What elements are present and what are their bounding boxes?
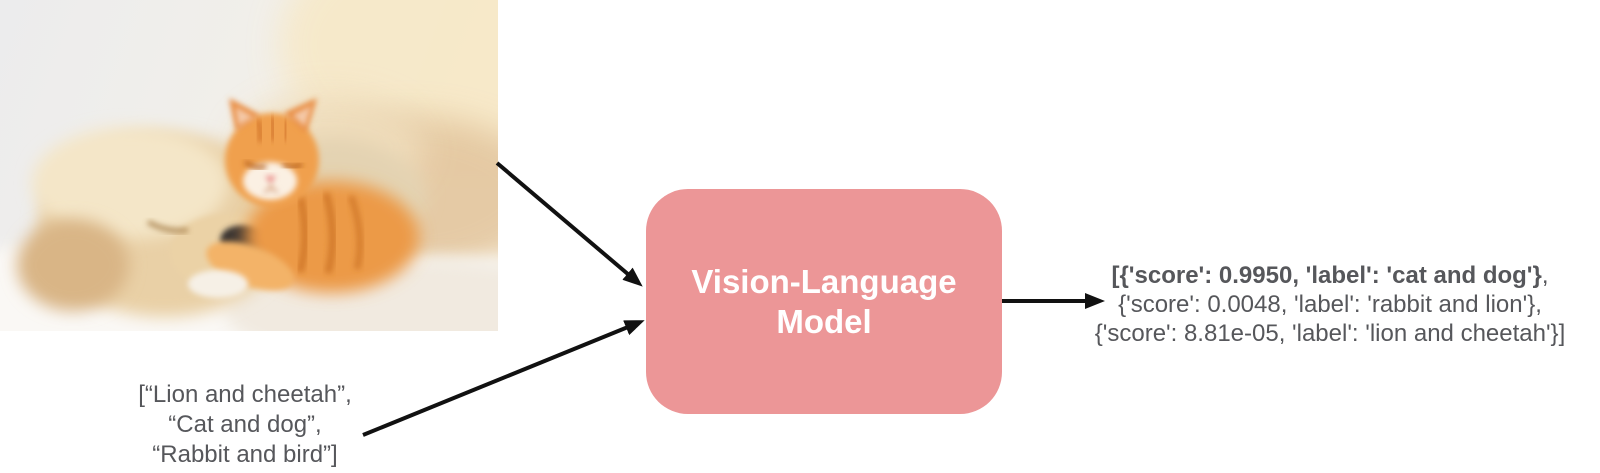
output-scores-text: [{'score': 0.9950, 'label': 'cat and dog… bbox=[1080, 261, 1580, 348]
candidate-label-line-1: [“Lion and cheetah”, bbox=[138, 381, 352, 408]
vision-language-model-box: Vision-Language Model bbox=[646, 189, 1002, 414]
candidate-label-line-2: “Cat and dog”, bbox=[168, 411, 322, 438]
candidate-labels-text: [“Lion and cheetah”, “Cat and dog”, “Rab… bbox=[95, 380, 395, 470]
arrow-image-to-model bbox=[495, 161, 643, 287]
output-line-1-rest: , bbox=[1541, 262, 1549, 289]
output-line-1: [{'score': 0.9950, 'label': 'cat and dog… bbox=[1080, 261, 1580, 290]
candidate-label-line-3: “Rabbit and bird”] bbox=[152, 441, 338, 468]
output-line-2: {'score': 0.0048, 'label': 'rabbit and l… bbox=[1118, 291, 1542, 318]
model-box-label: Vision-Language Model bbox=[691, 262, 957, 340]
puppy-kitten-photo bbox=[0, 0, 498, 331]
output-line-1-bold: [{'score': 0.9950, 'label': 'cat and dog… bbox=[1111, 262, 1542, 289]
output-line-3: {'score': 8.81e-05, 'label': 'lion and c… bbox=[1094, 320, 1566, 347]
input-image bbox=[0, 0, 498, 331]
arrow-labels-to-model bbox=[362, 320, 645, 437]
